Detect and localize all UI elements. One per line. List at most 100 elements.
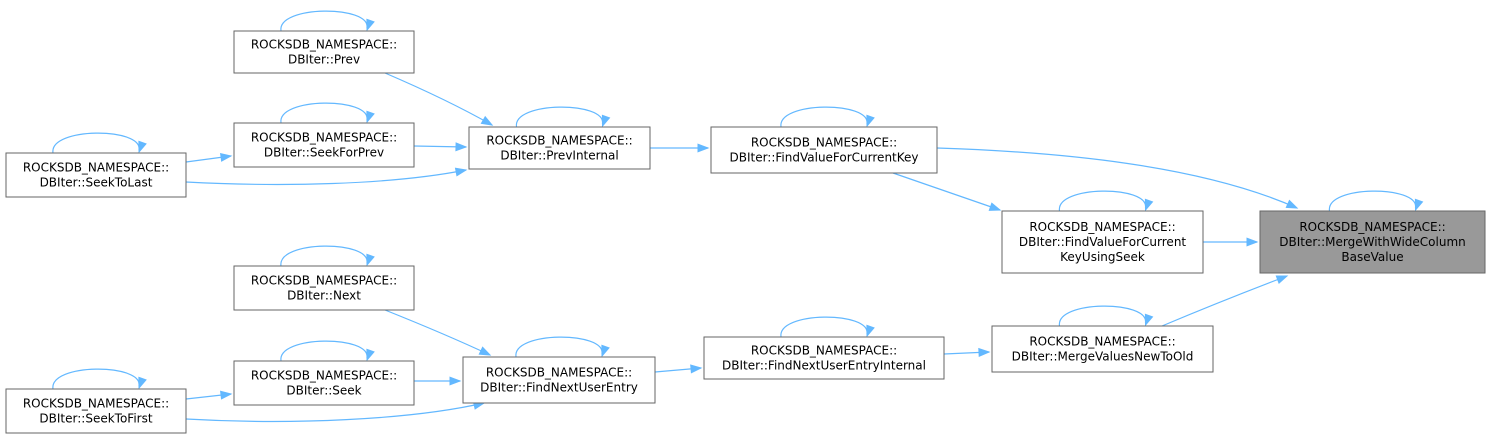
- node-mvnto[interactable]: ROCKSDB_NAMESPACE::DBIter::MergeValuesNe…: [991, 325, 1214, 373]
- self-call-edge-fvfck: [780, 106, 868, 128]
- call-arrow-fvfck-to-fvfckus: [988, 202, 1002, 211]
- self-call-arrow-seek: [366, 348, 375, 362]
- self-call-arrow-prev: [366, 18, 375, 32]
- node-label-line: ROCKSDB_NAMESPACE::: [751, 344, 897, 358]
- node-box-fvfckus: [1001, 210, 1204, 274]
- self-call-edge-next: [280, 245, 368, 267]
- node-label-line: ROCKSDB_NAMESPACE::: [1029, 220, 1175, 234]
- node-box-seektolast: [5, 152, 187, 198]
- call-edge-fvfck-to-mwwcbv: [936, 147, 1298, 209]
- edges-layer: [52, 10, 1424, 423]
- node-box-mvnto: [991, 325, 1214, 373]
- node-label-line: DBIter::Seek: [286, 384, 361, 398]
- node-label-line: DBIter::Prev: [288, 53, 360, 67]
- self-call-edge-fnuei: [780, 316, 868, 338]
- call-arrow-seektofirst-to-seek: [220, 390, 233, 400]
- node-label-line: ROCKSDB_NAMESPACE::: [251, 131, 397, 145]
- self-call-arrow-fvfck: [866, 114, 875, 128]
- self-call-edge-seekforprev: [280, 102, 368, 124]
- self-call-edge-seek: [280, 340, 368, 362]
- nodes-layer: ROCKSDB_NAMESPACE::DBIter::MergeWithWide…: [5, 30, 1486, 434]
- call-arrow-mvnto-to-mwwcbv: [1275, 275, 1289, 284]
- node-label-line: ROCKSDB_NAMESPACE::: [486, 366, 632, 380]
- node-previnternal[interactable]: ROCKSDB_NAMESPACE::DBIter::PrevInternal: [468, 126, 651, 170]
- node-fnue[interactable]: ROCKSDB_NAMESPACE::DBIter::FindNextUserE…: [462, 356, 656, 404]
- call-edge-seektolast-to-previnternal: [185, 169, 467, 186]
- call-arrow-next-to-fnue: [478, 346, 492, 356]
- node-label-line: DBIter::PrevInternal: [500, 149, 618, 163]
- node-label-line: ROCKSDB_NAMESPACE::: [1029, 335, 1175, 349]
- self-call-arrow-fnue: [601, 344, 610, 358]
- call-edge-fvfck-to-fvfckus: [892, 172, 1001, 211]
- self-call-edge-prev: [280, 10, 368, 32]
- call-edge-next-to-fnue: [384, 309, 491, 356]
- node-box-fnue: [462, 356, 656, 404]
- self-call-arrow-next: [366, 253, 375, 267]
- node-seek[interactable]: ROCKSDB_NAMESPACE::DBIter::Seek: [233, 360, 415, 406]
- self-call-arrow-previnternal: [601, 114, 611, 128]
- node-seektolast[interactable]: ROCKSDB_NAMESPACE::DBIter::SeekToLast: [5, 152, 187, 198]
- node-next[interactable]: ROCKSDB_NAMESPACE::DBIter::Next: [233, 265, 415, 311]
- node-label-line: DBIter::FindNextUserEntryInternal: [722, 359, 926, 373]
- node-label-line: DBIter::SeekToLast: [40, 176, 153, 190]
- call-edge-seektofirst-to-fnue: [185, 402, 485, 423]
- node-box-fvfck: [710, 126, 938, 174]
- self-call-edge-fnue: [515, 336, 603, 358]
- call-arrow-fvfckus-to-mwwcbv: [1246, 237, 1259, 247]
- node-box-mwwcbv: [1259, 210, 1486, 274]
- node-box-seekforprev: [233, 122, 415, 168]
- node-box-previnternal: [468, 126, 651, 170]
- call-arrow-seek-to-fnue: [449, 376, 462, 386]
- self-call-edge-fvfckus: [1058, 190, 1147, 212]
- self-call-arrow-seektofirst: [138, 376, 147, 390]
- node-label-line: ROCKSDB_NAMESPACE::: [23, 161, 169, 175]
- node-seekforprev[interactable]: ROCKSDB_NAMESPACE::DBIter::SeekForPrev: [233, 122, 415, 168]
- call-edge-prev-to-previnternal: [384, 72, 493, 126]
- self-call-edge-previnternal: [515, 106, 604, 128]
- node-label-line: DBIter::MergeValuesNewToOld: [1012, 350, 1194, 364]
- node-label-line: BaseValue: [1341, 250, 1403, 264]
- call-arrow-previnternal-to-fvfck: [697, 143, 710, 153]
- node-mwwcbv[interactable]: ROCKSDB_NAMESPACE::DBIter::MergeWithWide…: [1259, 210, 1486, 274]
- node-box-next: [233, 265, 415, 311]
- node-label-line: DBIter::FindValueForCurrentKey: [729, 151, 918, 165]
- self-call-edge-mwwcbv: [1328, 190, 1417, 212]
- call-arrow-prev-to-previnternal: [480, 115, 494, 126]
- call-arrow-fnue-to-fnuei: [690, 364, 703, 374]
- node-label-line: DBIter::SeekForPrev: [264, 146, 384, 160]
- call-arrow-fvfck-to-mwwcbv: [1285, 199, 1299, 209]
- self-call-arrow-mwwcbv: [1414, 198, 1424, 212]
- node-label-line: ROCKSDB_NAMESPACE::: [251, 274, 397, 288]
- node-label-line: DBIter::MergeWithWideColumn: [1279, 235, 1466, 249]
- node-label-line: ROCKSDB_NAMESPACE::: [486, 134, 632, 148]
- call-arrow-seektolast-to-seekforprev: [220, 152, 233, 162]
- node-prev[interactable]: ROCKSDB_NAMESPACE::DBIter::Prev: [233, 30, 415, 74]
- self-call-arrow-fvfckus: [1144, 198, 1154, 212]
- node-box-seek: [233, 360, 415, 406]
- node-label-line: DBIter::SeekToFirst: [39, 412, 152, 426]
- node-box-prev: [233, 30, 415, 74]
- node-label-line: ROCKSDB_NAMESPACE::: [23, 397, 169, 411]
- node-fvfckus[interactable]: ROCKSDB_NAMESPACE::DBIter::FindValueForC…: [1001, 210, 1204, 274]
- node-label-line: DBIter::FindNextUserEntry: [480, 381, 638, 395]
- node-box-fnuei: [703, 336, 945, 380]
- self-call-edge-seektolast: [52, 132, 140, 154]
- node-label-line: KeyUsingSeek: [1060, 250, 1145, 264]
- node-box-seektofirst: [5, 388, 187, 434]
- self-call-arrow-fnuei: [866, 324, 875, 338]
- node-label-line: ROCKSDB_NAMESPACE::: [1299, 220, 1445, 234]
- node-label-line: ROCKSDB_NAMESPACE::: [751, 136, 897, 150]
- node-fnuei[interactable]: ROCKSDB_NAMESPACE::DBIter::FindNextUserE…: [703, 336, 945, 380]
- node-label-line: ROCKSDB_NAMESPACE::: [251, 38, 397, 52]
- call-arrow-seektolast-to-previnternal: [454, 167, 468, 177]
- self-call-edge-seektofirst: [52, 368, 140, 390]
- self-call-arrow-mvnto: [1144, 313, 1154, 327]
- node-fvfck[interactable]: ROCKSDB_NAMESPACE::DBIter::FindValueForC…: [710, 126, 938, 174]
- call-arrow-fnuei-to-mvnto: [978, 347, 991, 357]
- node-seektofirst[interactable]: ROCKSDB_NAMESPACE::DBIter::SeekToFirst: [5, 388, 187, 434]
- node-label-line: ROCKSDB_NAMESPACE::: [251, 369, 397, 383]
- call-edge-mvnto-to-mwwcbv: [1161, 275, 1288, 327]
- self-call-edge-mvnto: [1058, 305, 1147, 327]
- node-label-line: DBIter::FindValueForCurrent: [1019, 235, 1187, 249]
